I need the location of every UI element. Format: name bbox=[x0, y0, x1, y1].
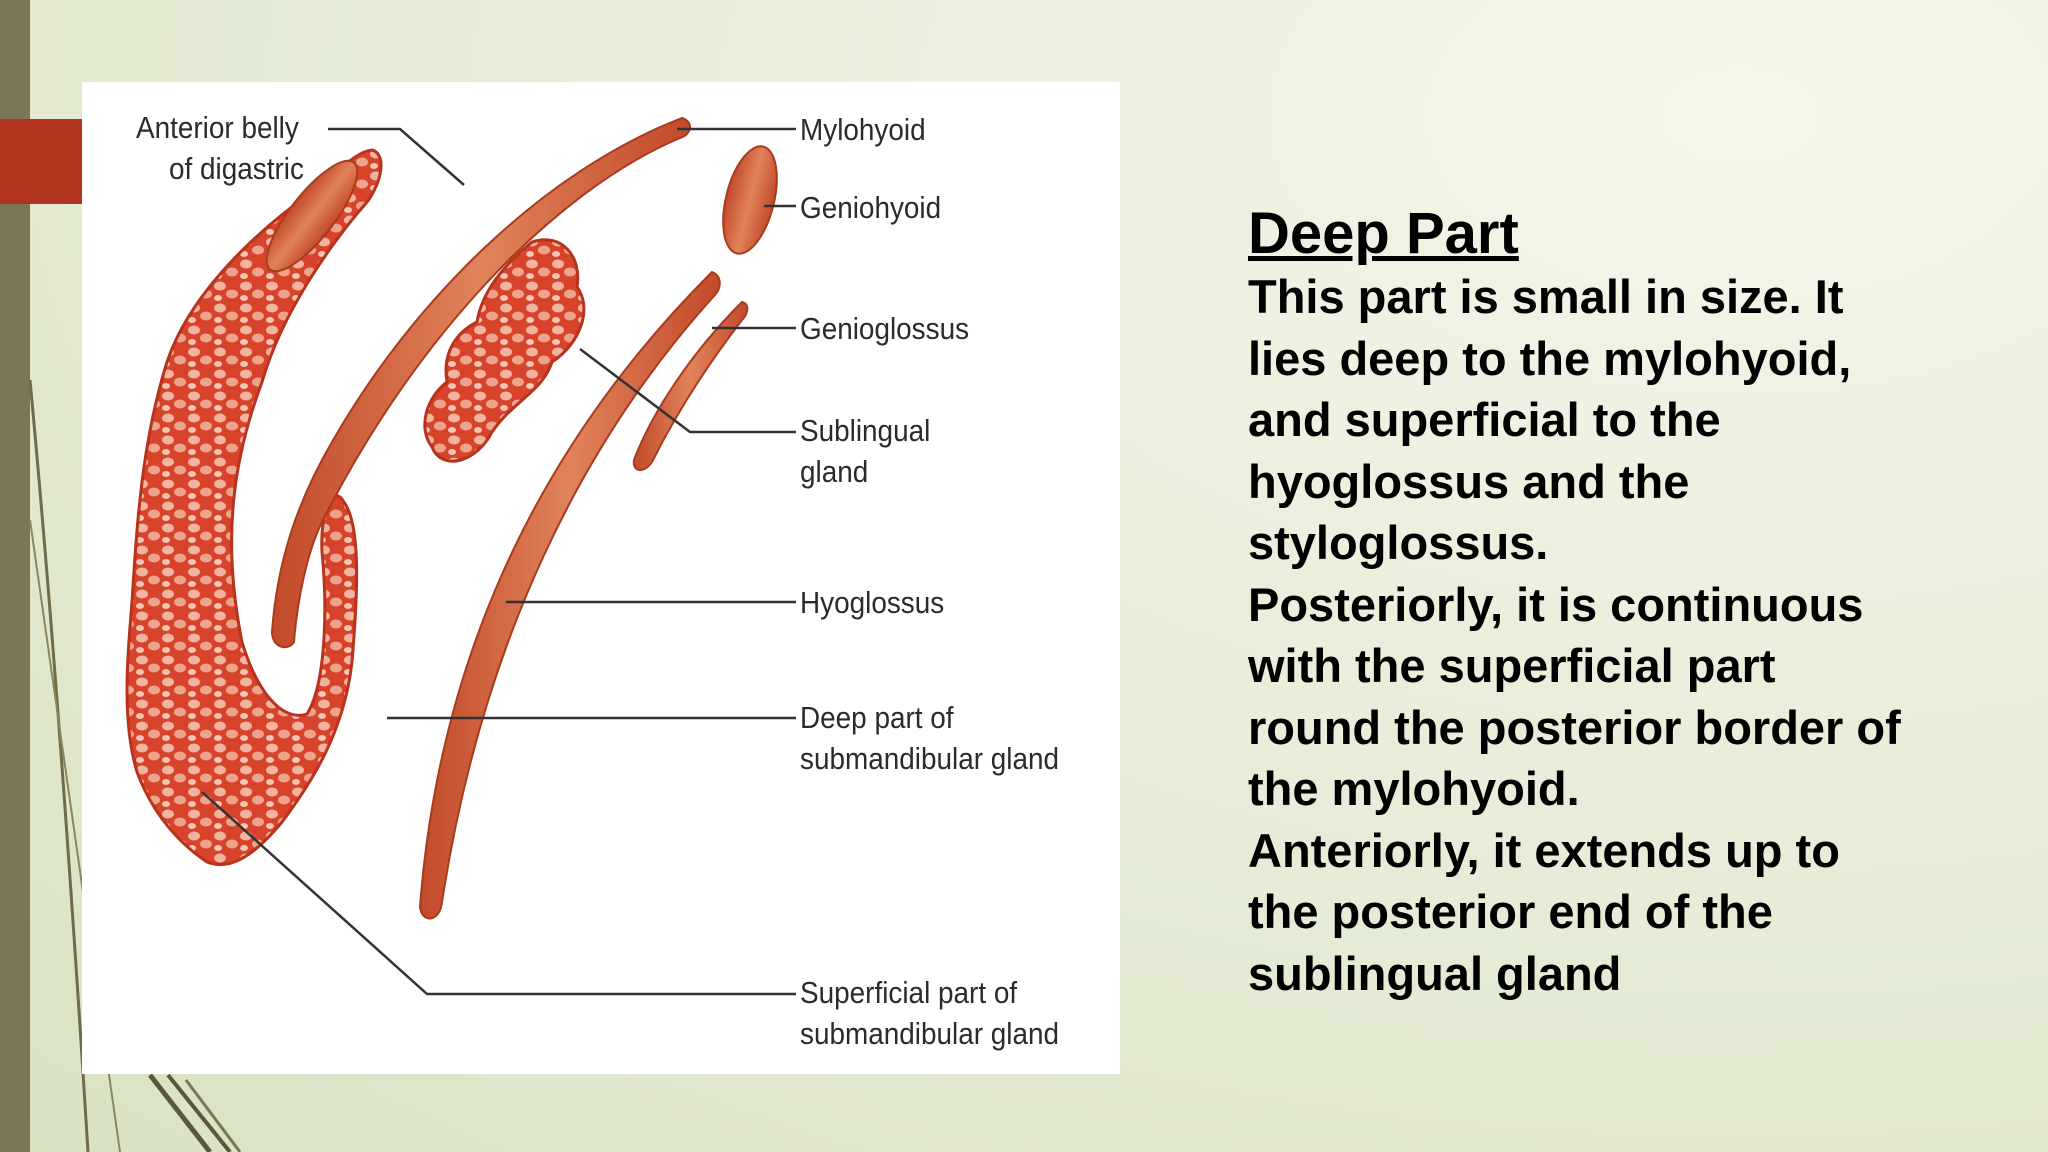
label-gland: gland bbox=[800, 454, 869, 489]
body-line: and superficial to the bbox=[1248, 393, 1721, 446]
accent-block bbox=[0, 119, 84, 204]
geniohyoid-muscle bbox=[722, 145, 778, 255]
label-deep-submandibular: submandibular gland bbox=[800, 741, 1060, 776]
label-deep-part: Deep part of bbox=[800, 700, 954, 735]
label-genioglossus: Genioglossus bbox=[800, 311, 970, 346]
leader-lines bbox=[201, 127, 796, 996]
text-panel: Deep Part This part is small in size. It… bbox=[1248, 200, 2028, 1004]
label-geniohyoid: Geniohyoid bbox=[800, 190, 942, 225]
label-superficial-submandibular: submandibular gland bbox=[800, 1016, 1060, 1051]
body-line: the posterior end of the bbox=[1248, 885, 1773, 938]
submandibular-gland bbox=[125, 148, 383, 867]
diagram-drawing bbox=[125, 116, 796, 996]
body-line: Anteriorly, it extends up to bbox=[1248, 823, 1840, 877]
body-line: lies deep to the mylohyoid, bbox=[1248, 331, 1852, 385]
sublingual-gland bbox=[423, 238, 586, 463]
label-hyoglossus: Hyoglossus bbox=[800, 585, 945, 620]
label-sublingual: Sublingual bbox=[800, 413, 931, 448]
digastric-anterior-belly bbox=[265, 159, 359, 273]
section-heading: Deep Part bbox=[1248, 201, 1519, 266]
body-line: round the posterior border of bbox=[1248, 700, 1901, 754]
body-line: with the superficial part bbox=[1248, 639, 1776, 692]
body-line: the mylohyoid. bbox=[1248, 762, 1580, 815]
genioglossus-muscle bbox=[632, 300, 749, 471]
label-mylohyoid: Mylohyoid bbox=[800, 112, 926, 147]
anatomy-diagram: Anterior belly of digastric Mylohyoid Ge… bbox=[82, 82, 1120, 1074]
body-line: hyoglossus and the bbox=[1248, 454, 1690, 508]
mylohyoid-muscle bbox=[270, 116, 691, 649]
body-line: sublingual gland bbox=[1248, 946, 1622, 1000]
body-line: styloglossus. bbox=[1248, 516, 1549, 569]
body-line: Posteriorly, it is continuous bbox=[1248, 577, 1864, 631]
hyoglossus-muscle bbox=[418, 270, 721, 920]
label-anterior-belly: Anterior belly bbox=[136, 110, 299, 145]
label-of-digastric: of digastric bbox=[169, 151, 304, 186]
body-line: This part is small in size. It bbox=[1248, 270, 1844, 323]
label-superficial-part: Superficial part of bbox=[800, 975, 1018, 1010]
